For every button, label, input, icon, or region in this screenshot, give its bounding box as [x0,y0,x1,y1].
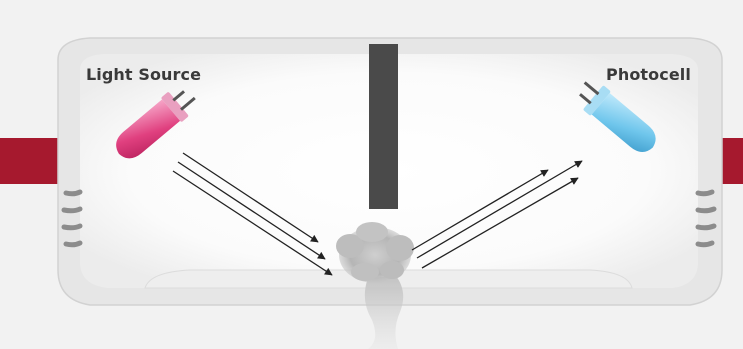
light-source-label: Light Source [86,65,201,84]
light-baffle [369,44,398,209]
left-red-band [0,138,60,184]
photocell-label: Photocell [606,65,691,84]
